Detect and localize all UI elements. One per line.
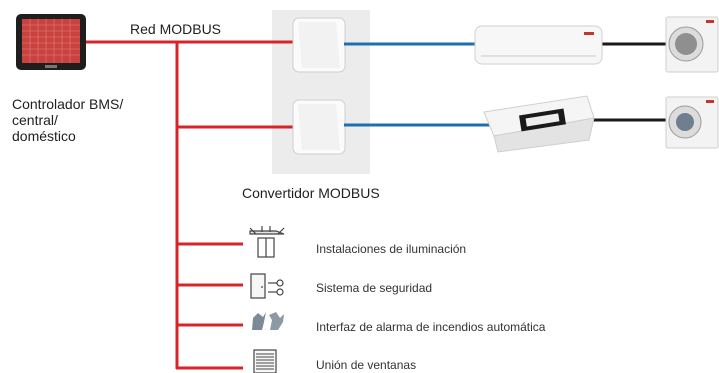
controller-label-line-2: central/ [12, 112, 58, 128]
modbus-converter-top [292, 17, 346, 73]
modbus-converter-bottom [292, 99, 346, 155]
cassette-indoor-unit-icon [483, 95, 595, 153]
outdoor-unit-links [589, 42, 667, 122]
controller-label-line-3: doméstico [12, 128, 76, 144]
outdoor-unit-top-icon [665, 16, 719, 73]
outdoor-unit-bottom-icon [665, 96, 719, 149]
window-blind-icon [253, 349, 277, 373]
modbus-network-lines [84, 40, 303, 370]
converter-label: Convertidor MODBUS [242, 185, 380, 201]
bms-controller-icon [16, 14, 86, 70]
device-label-window: Unión de ventanas [316, 358, 417, 372]
device-label-lighting: Instalaciones de iluminación [316, 242, 467, 256]
indoor-unit-links [344, 42, 492, 127]
wall-mounted-indoor-unit-icon [474, 25, 603, 65]
lighting-icon [249, 226, 285, 258]
security-door-key-icon [250, 273, 284, 299]
network-label: Red MODBUS [130, 21, 222, 37]
fire-alarm-icon [252, 312, 284, 330]
device-label-fire-alarm: Interfaz de alarma de incendios automáti… [316, 320, 546, 334]
device-label-security: Sistema de seguridad [316, 281, 433, 295]
controller-label: Controlador BMS/ central/ doméstico [12, 96, 123, 144]
controller-label-line-1: Controlador BMS/ [12, 96, 124, 112]
